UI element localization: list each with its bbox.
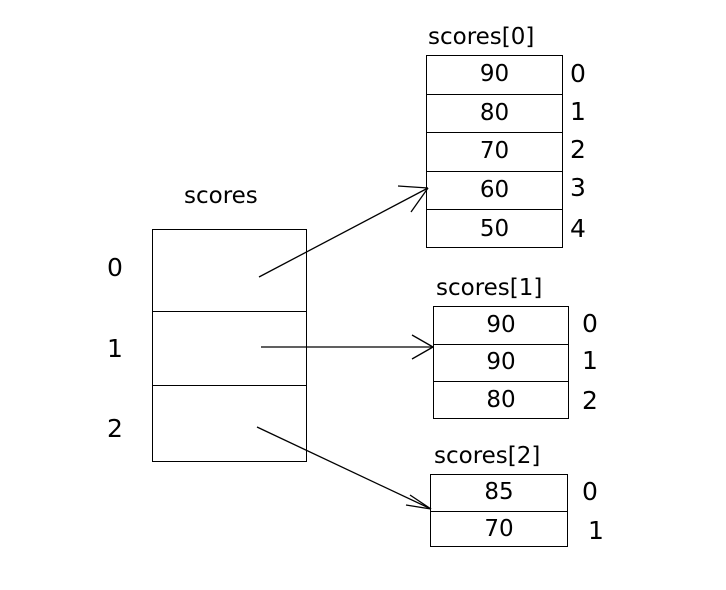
sub-array-0-value-2: 70: [479, 138, 510, 165]
sub-array-0-index-2: 2: [570, 135, 586, 164]
arrow-to-scores1: [261, 334, 434, 360]
sub-array-0-cell-3[interactable]: 60: [427, 172, 562, 211]
sub-array-0-value-0: 90: [479, 61, 510, 88]
sub-array-0-index-3: 3: [570, 173, 586, 202]
sub-array-1-value-0: 90: [486, 311, 516, 338]
sub-array-0-index-0: 0: [570, 59, 586, 88]
sub-array-1-title: scores[1]: [436, 275, 543, 301]
sub-array-2-value-1: 70: [484, 516, 514, 543]
sub-array-1-box: 90 90 80: [433, 306, 569, 419]
sub-array-1-index-0: 0: [582, 309, 598, 338]
sub-array-0-value-1: 80: [479, 99, 510, 126]
sub-array-0-box: 90 80 70 60 50: [426, 55, 563, 248]
sub-array-1-value-2: 80: [486, 387, 516, 414]
outer-array-cell-2[interactable]: [153, 386, 306, 463]
outer-array-cell-1[interactable]: [153, 312, 306, 386]
sub-array-0-cell-2[interactable]: 70: [427, 133, 562, 172]
outer-array-index-1: 1: [107, 334, 123, 363]
sub-array-2-index-1: 1: [588, 516, 604, 545]
sub-array-2-cell-0[interactable]: 85: [431, 475, 567, 512]
sub-array-0-index-1: 1: [570, 97, 586, 126]
sub-array-0-index-4: 4: [570, 214, 586, 243]
sub-array-1-index-2: 2: [582, 386, 598, 415]
sub-array-2-title: scores[2]: [434, 443, 541, 469]
outer-array-box: [152, 229, 307, 462]
outer-array-cell-0[interactable]: [153, 230, 306, 312]
outer-array-index-0: 0: [107, 253, 123, 282]
sub-array-2-cell-1[interactable]: 70: [431, 512, 567, 549]
sub-array-0-cell-4[interactable]: 50: [427, 210, 562, 249]
sub-array-1-value-1: 90: [486, 349, 516, 376]
arrow-to-scores0: [258, 185, 429, 278]
outer-array-title: scores: [184, 183, 258, 209]
sub-array-2-box: 85 70: [430, 474, 568, 547]
sub-array-1-cell-1[interactable]: 90: [434, 345, 568, 383]
sub-array-0-cell-1[interactable]: 80: [427, 95, 562, 134]
sub-array-0-cell-0[interactable]: 90: [427, 56, 562, 95]
sub-array-2-value-0: 85: [484, 479, 514, 506]
sub-array-1-cell-2[interactable]: 80: [434, 382, 568, 420]
sub-array-0-value-4: 50: [479, 216, 510, 243]
sub-array-0-value-3: 60: [479, 177, 510, 204]
sub-array-2-index-0: 0: [582, 477, 598, 506]
sub-array-1-index-1: 1: [582, 346, 598, 375]
outer-array-index-2: 2: [107, 414, 123, 443]
sub-array-1-cell-0[interactable]: 90: [434, 307, 568, 345]
arrow-to-scores2: [256, 426, 432, 510]
sub-array-0-title: scores[0]: [428, 24, 535, 50]
